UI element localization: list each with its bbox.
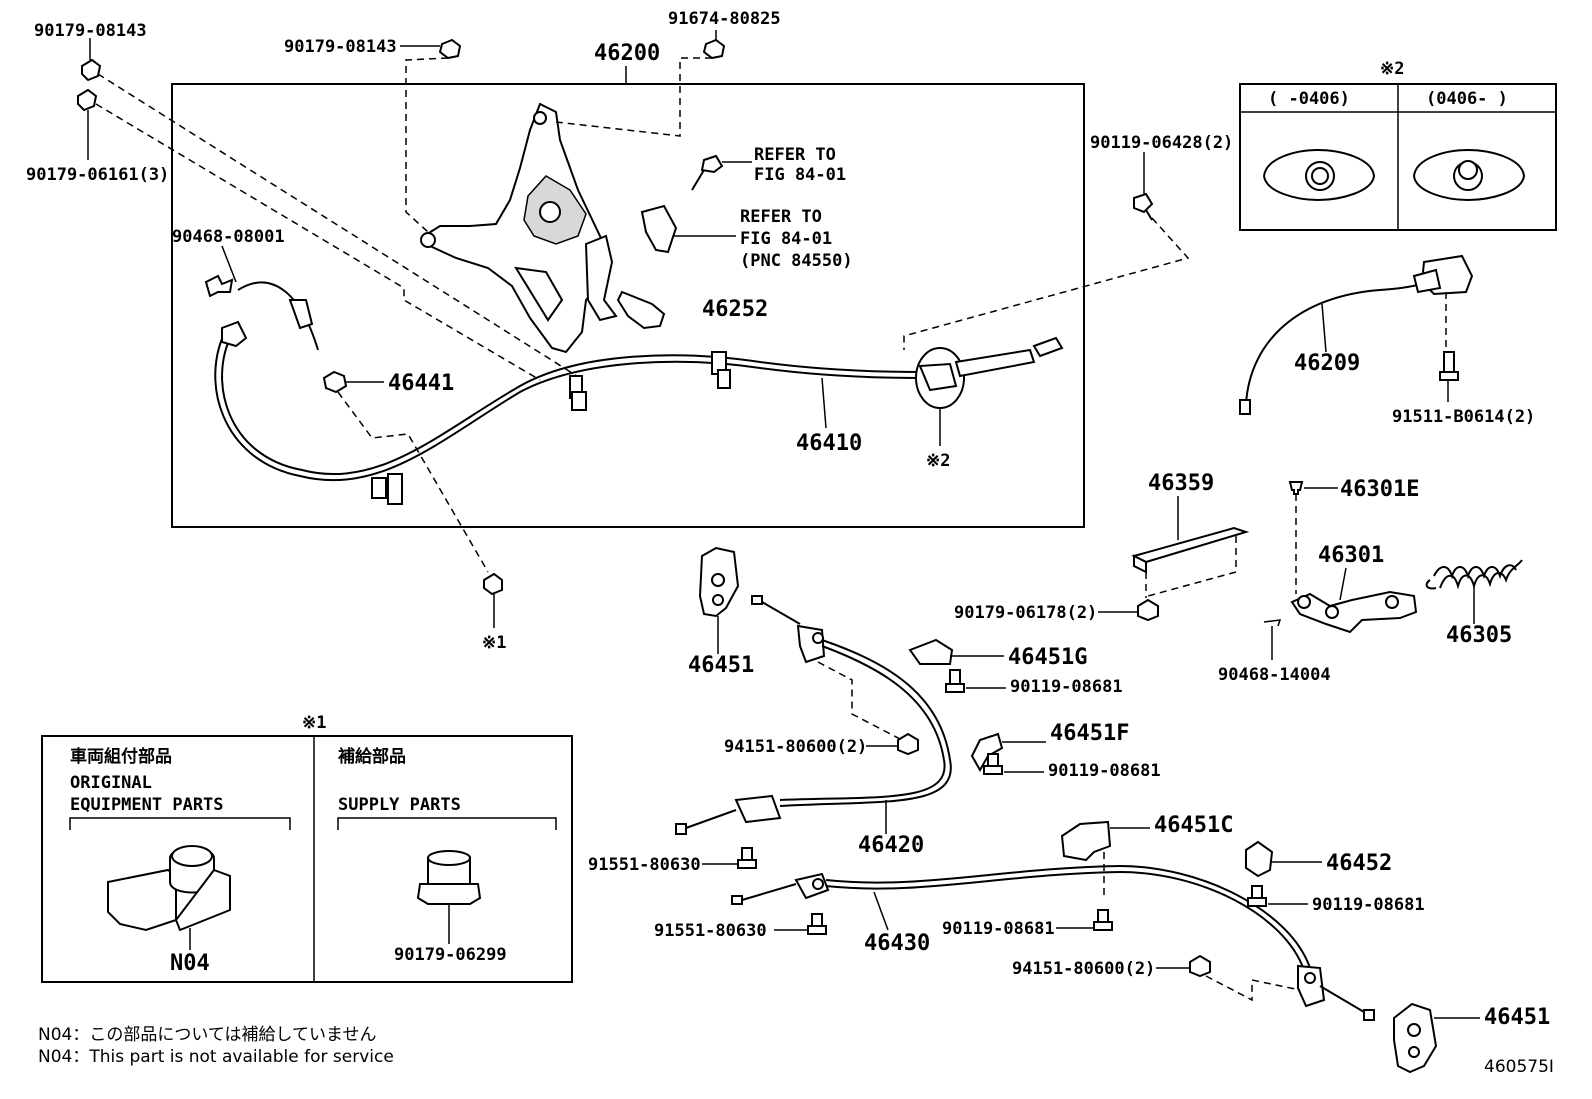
label-90468-08001: 90468-08001 [172, 227, 285, 247]
mark1-box [41, 735, 573, 983]
label-90179-08143-a: 90179-08143 [34, 21, 147, 41]
bracket-46451-lower [1393, 1002, 1438, 1074]
label-refer-to-2a: REFER TO [740, 207, 822, 227]
bolt-91674-80825 [702, 38, 726, 60]
figure-id: 460575I [1484, 1057, 1554, 1077]
pedal-bracket-drawing [420, 102, 618, 354]
cable-46430-drawing [731, 864, 1375, 1021]
bracket-46451-upper [698, 546, 740, 618]
label-94151-80600-b: 94151-80600(2) [1012, 959, 1155, 979]
label-46305: 46305 [1446, 623, 1512, 648]
front-cable-46410-drawing [214, 281, 1064, 505]
label-94151-80600-a: 94151-80600(2) [724, 737, 867, 757]
label-91551-80630-a: 91551-80630 [588, 855, 701, 875]
label-supply-parts-en: SUPPLY PARTS [338, 795, 461, 815]
refer-bracket-drawing [640, 204, 678, 254]
label-46359: 46359 [1148, 471, 1214, 496]
label-mark2-box: ※2 [1380, 59, 1404, 79]
label-46451-upper: 46451 [688, 653, 754, 678]
bracket-46452 [1245, 840, 1274, 878]
label-90179-06299: 90179-06299 [394, 945, 507, 965]
label-46420: 46420 [858, 833, 924, 858]
label-46452: 46452 [1326, 851, 1392, 876]
label-refer-to-1a: REFER TO [754, 145, 836, 165]
label-n04: N04 [170, 951, 210, 976]
cable-46209-drawing [1239, 254, 1474, 415]
mark2-plate-right [1412, 148, 1526, 202]
label-91551-80630-b: 91551-80630 [654, 921, 767, 941]
spring-46305-drawing [1425, 559, 1523, 590]
nut-mark1 [483, 572, 503, 596]
clip-n04-drawing [107, 845, 231, 932]
label-refer-to-2c: (PNC 84550) [740, 251, 853, 271]
bracket-46451g [908, 638, 954, 665]
label-90468-14004: 90468-14004 [1218, 665, 1331, 685]
bolt-90119-08681-b [983, 753, 1003, 775]
pin-46301e [1288, 481, 1304, 495]
label-original-parts-en1: ORIGINAL [70, 773, 152, 793]
label-refer-to-2b: FIG 84-01 [740, 229, 832, 249]
refer-bolt-drawing [691, 154, 724, 191]
part-46359-drawing [1131, 526, 1250, 574]
label-90119-08681-b: 90119-08681 [1048, 761, 1161, 781]
assembly-46200-frame [171, 83, 1085, 528]
label-46451c: 46451C [1154, 813, 1233, 838]
label-46252: 46252 [702, 297, 768, 322]
label-90119-06428: 90119-06428(2) [1090, 133, 1233, 153]
label-90179-08143-b: 90179-08143 [284, 37, 397, 57]
label-46430: 46430 [864, 931, 930, 956]
bolt-90119-08681-c [1247, 885, 1267, 907]
label-supply-parts-jp: 補給部品 [337, 746, 406, 767]
label-46209: 46209 [1294, 351, 1360, 376]
label-46441: 46441 [388, 371, 454, 396]
grommet-46441 [322, 370, 348, 394]
label-46301: 46301 [1318, 543, 1384, 568]
label-90179-06161: 90179-06161(3) [26, 165, 169, 185]
label-mark2-cable: ※2 [926, 451, 950, 471]
nut-90179-06178 [1137, 598, 1159, 622]
bolt-91551-80630-b [807, 913, 827, 935]
mark2-plate-left [1262, 148, 1376, 202]
label-46200: 46200 [594, 41, 660, 66]
label-refer-to-1b: FIG 84-01 [754, 165, 846, 185]
nut-90179-08143-top [438, 38, 462, 60]
nut-94151-80600-a [897, 732, 919, 756]
label-mark1-nut: ※1 [482, 633, 506, 653]
lever-46301-drawing [1290, 590, 1418, 634]
pedal-pad-46252-drawing [616, 290, 666, 330]
bracket-46451f [970, 732, 1004, 773]
note-n04-jp: N04：この部品については補給していません [38, 1025, 376, 1045]
label-91511-b0614: 91511-B0614(2) [1392, 407, 1535, 427]
label-90119-08681-d: 90119-08681 [942, 919, 1055, 939]
bolt-91511-b0614 [1439, 351, 1459, 381]
bolt-91551-80630-a [737, 847, 757, 869]
label-original-parts-en2: EQUIPMENT PARTS [70, 795, 224, 815]
bolt-90119-08681-d [1093, 909, 1113, 931]
bolt-90119-08681-a [945, 669, 965, 693]
label-90119-08681-c: 90119-08681 [1312, 895, 1425, 915]
label-46410: 46410 [796, 431, 862, 456]
nut-90179-08143-left [81, 58, 102, 82]
label-90119-08681-a: 90119-08681 [1010, 677, 1123, 697]
bolt-90119-06428 [1133, 192, 1154, 221]
cable-46420-drawing [675, 595, 952, 835]
note-n04-en: N04：This part is not available for servi… [38, 1047, 394, 1067]
label-46451f: 46451F [1050, 721, 1129, 746]
nut-90179-06161 [77, 88, 98, 112]
clip-90468-08001 [204, 274, 234, 298]
label-46451-lower: 46451 [1484, 1005, 1550, 1030]
label-mark2-left-range: ( -0406) [1268, 89, 1350, 109]
nut-94151-80600-b [1189, 954, 1211, 978]
label-91674-80825: 91674-80825 [668, 9, 781, 29]
bracket-46451c [1060, 820, 1112, 862]
label-46451g: 46451G [1008, 645, 1087, 670]
label-90179-06178: 90179-06178(2) [954, 603, 1097, 623]
label-46301e: 46301E [1340, 477, 1419, 502]
label-mark1-box: ※1 [302, 713, 326, 733]
label-original-parts-jp: 車両組付部品 [70, 746, 172, 767]
label-mark2-right-range: (0406- ) [1426, 89, 1508, 109]
nut-90179-06299-drawing [416, 850, 482, 905]
